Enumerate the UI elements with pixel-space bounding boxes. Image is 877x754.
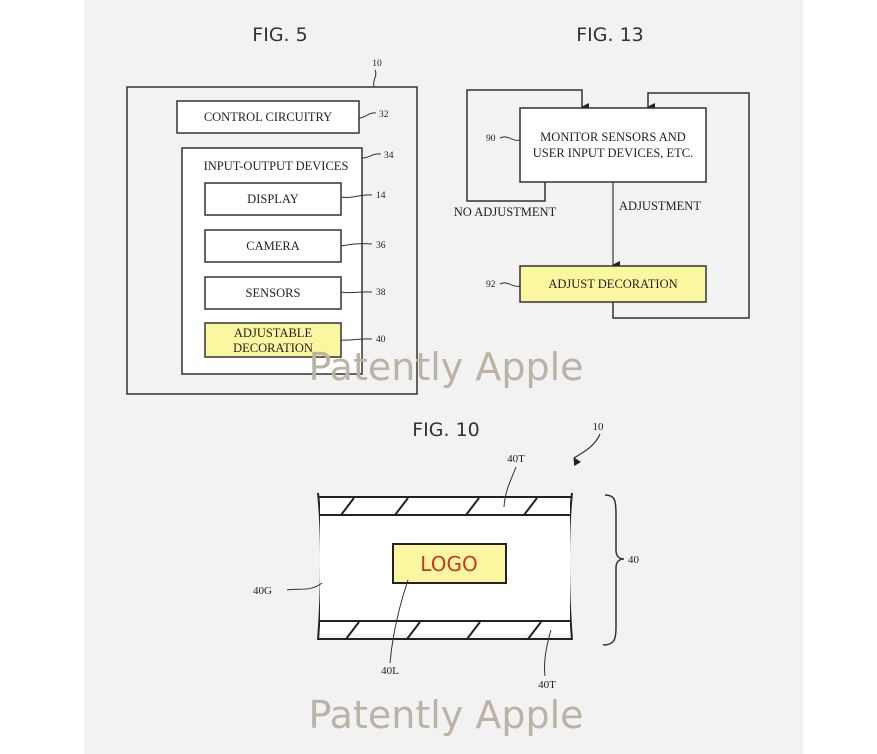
glass-label: 40G: [253, 585, 272, 597]
control-circuitry-label: CONTROL CIRCUITRY: [204, 110, 332, 124]
sensors-ref: 38: [376, 288, 386, 298]
control-circuitry-box: [176, 100, 360, 134]
device-box: [126, 86, 418, 395]
no-adjustment-label: NO ADJUSTMENT: [454, 205, 557, 219]
watermark-bottom: Patently Apple: [308, 693, 583, 737]
stack-label: 40: [628, 554, 640, 566]
adjustable-decoration-line1: ADJUSTABLE: [234, 326, 313, 340]
return-loop-arrow: [612, 92, 750, 319]
control-circuitry-ref: 32: [379, 110, 389, 120]
bottom-layer-hatching: [345, 621, 542, 640]
adjust-decoration-box: [519, 265, 707, 303]
device-ref-leader: [373, 69, 377, 88]
adjustable-decoration-line2: DECORATION: [233, 341, 313, 355]
logo-ref-label: 40L: [381, 665, 399, 677]
top-layer-label: 40T: [507, 453, 525, 465]
fig5-title: FIG. 5: [252, 24, 307, 46]
fig10: FIG. 10 10 LOGO 40T 40T 40G 40L: [253, 419, 640, 691]
display-label: DISPLAY: [247, 192, 299, 206]
camera-box: [204, 229, 342, 263]
adjust-decoration-label: ADJUST DECORATION: [548, 277, 677, 291]
monitor-ref: 90: [486, 134, 496, 144]
device-pointer-arrow: [573, 433, 601, 467]
display-box: [204, 182, 342, 216]
sensors-label: SENSORS: [246, 286, 301, 300]
fig5: FIG. 5 10 CONTROL CIRCUITRY 32 INPUT-OUT…: [126, 24, 418, 395]
monitor-line2: USER INPUT DEVICES, ETC.: [533, 146, 694, 160]
bottom-layer-label: 40T: [538, 679, 556, 691]
adjustment-label: ADJUSTMENT: [619, 199, 701, 213]
fig10-title: FIG. 10: [412, 419, 480, 441]
fig13-title: FIG. 13: [576, 24, 644, 46]
adjustable-decoration-box: [204, 322, 342, 358]
watermark-top: Patently Apple: [308, 345, 583, 389]
logo-text: LOGO: [420, 552, 477, 576]
adjust-decoration-ref: 92: [486, 280, 496, 290]
sensors-box: [204, 276, 342, 310]
camera-label: CAMERA: [246, 239, 299, 253]
io-devices-label: INPUT-OUTPUT DEVICES: [204, 159, 349, 173]
logo-box: [392, 543, 507, 584]
fig13: FIG. 13 MONITOR SENSORS AND USER INPUT D…: [454, 24, 750, 319]
monitor-line1: MONITOR SENSORS AND: [540, 130, 686, 144]
display-ref: 14: [376, 191, 386, 201]
stack-brace: [602, 494, 625, 646]
device-ref: 10: [372, 59, 382, 69]
monitor-box: [519, 107, 707, 183]
camera-ref: 36: [376, 241, 386, 251]
io-devices-ref: 34: [384, 151, 394, 161]
fig10-device-ref: 10: [593, 421, 605, 433]
top-layer-hatching: [340, 497, 538, 516]
no-adjustment-loop-arrow: [466, 89, 589, 202]
adjustable-decoration-ref: 40: [376, 335, 386, 345]
